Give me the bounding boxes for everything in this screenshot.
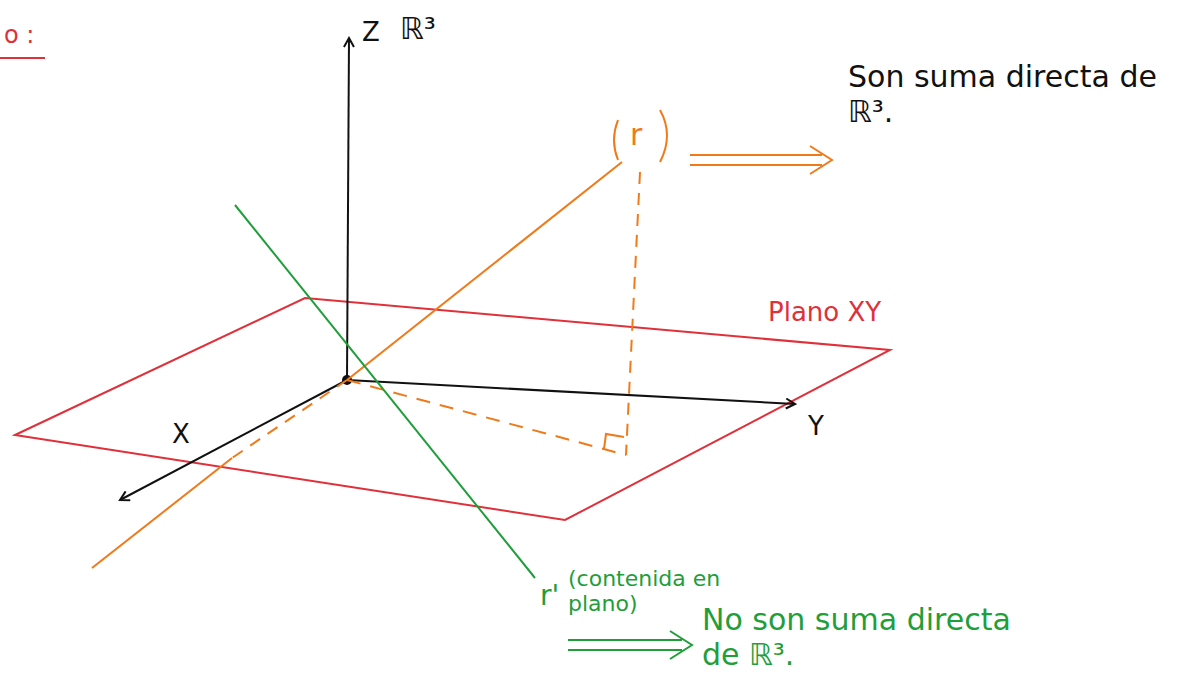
line-label: r bbox=[630, 118, 642, 153]
line-r-prime bbox=[235, 205, 535, 578]
line-r bbox=[347, 162, 622, 380]
underline bbox=[0, 57, 45, 59]
implication-arrow bbox=[568, 649, 682, 651]
z-axis bbox=[347, 38, 349, 380]
plane-xy bbox=[15, 298, 890, 520]
projection-line bbox=[626, 172, 640, 455]
line-r bbox=[92, 458, 232, 568]
note: Son suma directa de ℝ³. bbox=[848, 60, 1168, 129]
right-angle-mark bbox=[604, 434, 624, 449]
implication-arrow bbox=[670, 631, 692, 659]
line-r-hidden bbox=[232, 380, 347, 458]
bracket bbox=[614, 120, 618, 160]
implication-arrow bbox=[690, 154, 822, 156]
axis-label: Z bbox=[362, 18, 380, 48]
note: No son suma directa de ℝ³. bbox=[702, 603, 1032, 672]
implication-arrow bbox=[568, 639, 682, 641]
y-axis bbox=[347, 380, 795, 404]
space-label: ℝ³ bbox=[400, 12, 436, 47]
implication-arrow bbox=[690, 164, 822, 166]
implication-arrow bbox=[810, 146, 832, 174]
axis-label: Y bbox=[808, 412, 824, 442]
line-label: r' bbox=[540, 580, 559, 612]
bracket bbox=[660, 110, 667, 162]
heading-fragment: o : bbox=[4, 22, 34, 50]
x-axis bbox=[120, 380, 347, 500]
plane-label: Plano XY bbox=[768, 298, 881, 328]
projection-line bbox=[347, 380, 626, 455]
axis-label: X bbox=[172, 420, 190, 450]
